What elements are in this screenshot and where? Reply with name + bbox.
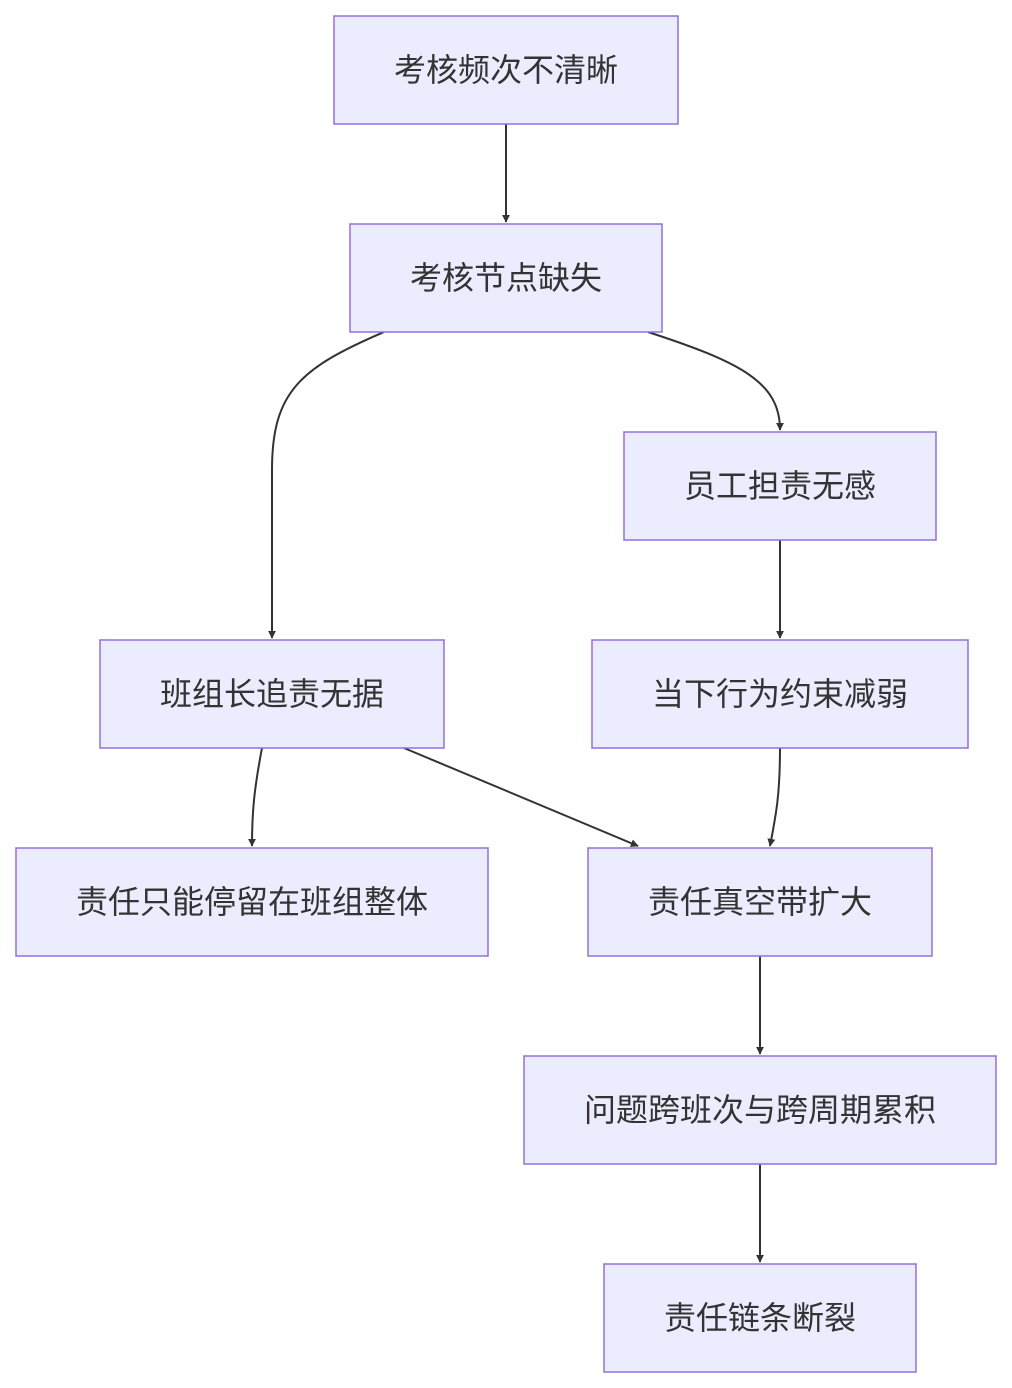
node-label: 班组长追责无据 [160,675,384,713]
node-responsibility-chain-broken: 责任链条断裂 [603,1263,917,1373]
node-responsibility-vacuum-expands: 责任真空带扩大 [587,847,933,957]
node-responsibility-stays-at-team-level: 责任只能停留在班组整体 [15,847,489,957]
edge-leader-to-team [248,747,263,847]
node-leader-no-basis-for-accountability: 班组长追责无据 [99,639,445,749]
node-label: 问题跨班次与跨周期累积 [584,1091,936,1129]
node-label: 责任只能停留在班组整体 [76,883,428,921]
edge-weaken-to-vacuum [767,747,781,847]
node-label: 考核频次不清晰 [394,51,618,89]
node-behavior-constraint-weakened: 当下行为约束减弱 [591,639,969,749]
edge-leader-to-vacuum [403,747,639,847]
edge-missing-to-leader [268,331,385,639]
node-label: 员工担责无感 [684,467,876,505]
node-problems-accumulate-across-shifts: 问题跨班次与跨周期累积 [523,1055,997,1165]
node-label: 考核节点缺失 [410,259,602,297]
node-assessment-points-missing: 考核节点缺失 [349,223,663,333]
node-label: 当下行为约束减弱 [652,675,908,713]
node-assessment-frequency-unclear: 考核频次不清晰 [333,15,679,125]
node-staff-no-sense-of-accountability: 员工担责无感 [623,431,937,541]
node-label: 责任链条断裂 [664,1299,856,1337]
node-label: 责任真空带扩大 [648,883,872,921]
edge-missing-to-staff [647,331,784,431]
